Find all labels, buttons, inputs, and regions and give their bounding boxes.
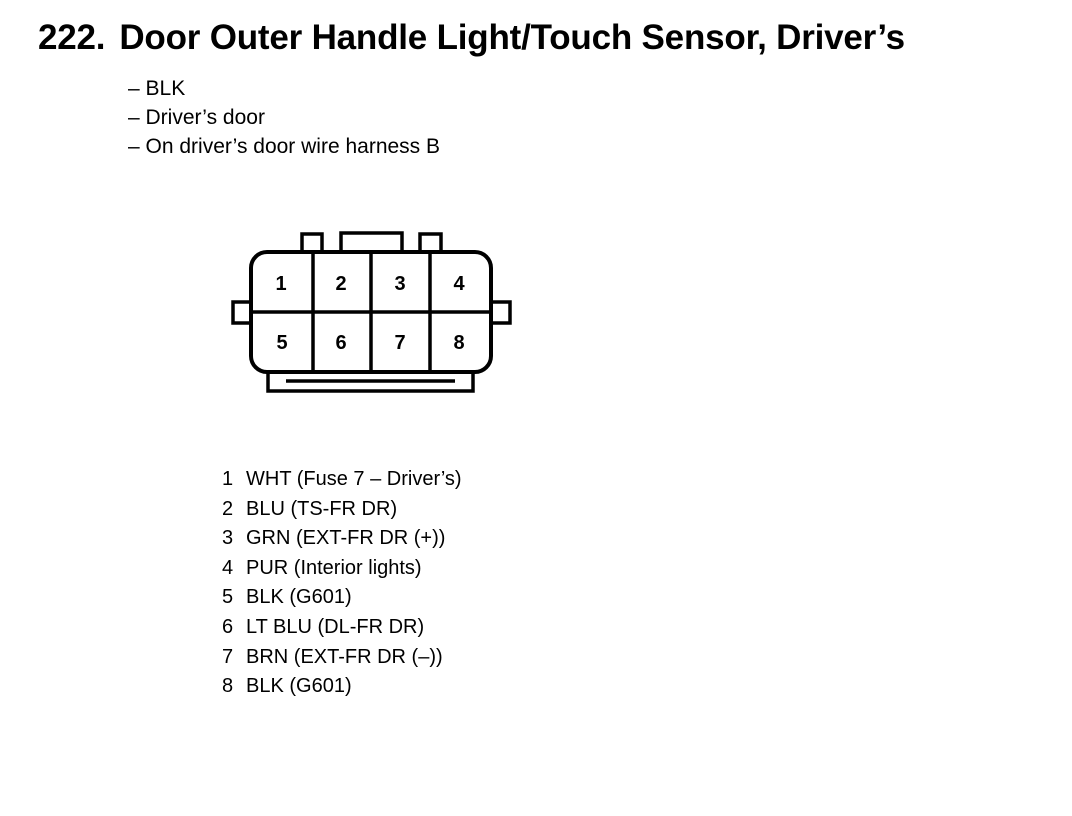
pin-row: 8 BLK (G601) xyxy=(222,672,462,702)
pin-number: 6 xyxy=(222,615,234,638)
pin-number: 2 xyxy=(222,497,234,520)
pin-list: 1 WHT (Fuse 7 – Driver’s) 2 BLU (TS-FR DR)… xyxy=(222,465,462,702)
pin-description: LT BLU (DL-FR DR) xyxy=(246,615,425,638)
terminal-label-7: 7 xyxy=(394,332,405,354)
pin-row: 3 GRN (EXT-FR DR (+)) xyxy=(222,524,462,554)
connector-top-tab-right xyxy=(418,232,443,254)
pin-description: BLK (G601) xyxy=(246,675,352,698)
terminal-label-3: 3 xyxy=(394,273,405,295)
pin-number: 4 xyxy=(222,556,234,579)
connector-top-tab-left xyxy=(300,232,324,254)
pin-number: 3 xyxy=(222,527,234,550)
page-title: 222. Door Outer Handle Light/Touch Sensor… xyxy=(38,18,905,58)
pin-description: GRN (EXT-FR DR (+)) xyxy=(246,527,446,550)
pin-number: 5 xyxy=(222,586,234,609)
pin-description: WHT (Fuse 7 – Driver’s) xyxy=(246,468,462,490)
connector-notes: – BLK – Driver’s door – On driver’s door… xyxy=(128,74,440,161)
connector-side-tab-right xyxy=(489,300,512,325)
terminal-label-2: 2 xyxy=(335,273,346,295)
terminal-label-6: 6 xyxy=(335,332,346,354)
pin-number: 8 xyxy=(222,675,234,698)
terminal-label-5: 5 xyxy=(276,332,287,354)
component-number: 222. xyxy=(38,18,106,57)
pin-number: 7 xyxy=(222,645,234,668)
component-name: Door Outer Handle Light/Touch Sensor, Dr… xyxy=(119,18,905,57)
pin-row: 4 PUR (Interior lights) xyxy=(222,554,462,584)
terminal-label-4: 4 xyxy=(453,273,465,295)
pin-description: BLU (TS-FR DR) xyxy=(246,497,398,520)
pin-row: 7 BRN (EXT-FR DR (–)) xyxy=(222,643,462,673)
terminal-label-8: 8 xyxy=(453,332,464,354)
pin-row: 1 WHT (Fuse 7 – Driver’s) xyxy=(222,465,462,495)
pin-description: PUR (Interior lights) xyxy=(246,556,422,579)
note-color: – BLK xyxy=(128,77,186,100)
pin-description: BRN (EXT-FR DR (–)) xyxy=(246,645,443,668)
pin-description: BLK (G601) xyxy=(246,586,352,609)
pin-number: 1 xyxy=(222,468,234,490)
pin-row: 2 BLU (TS-FR DR) xyxy=(222,495,462,525)
pin-row: 6 LT BLU (DL-FR DR) xyxy=(222,613,462,643)
pin-row: 5 BLK (G601) xyxy=(222,583,462,613)
terminal-label-1: 1 xyxy=(275,273,286,295)
connector-top-tab-center xyxy=(339,231,404,254)
note-location: – Driver’s door xyxy=(128,106,265,129)
note-harness: – On driver’s door wire harness B xyxy=(128,135,441,158)
